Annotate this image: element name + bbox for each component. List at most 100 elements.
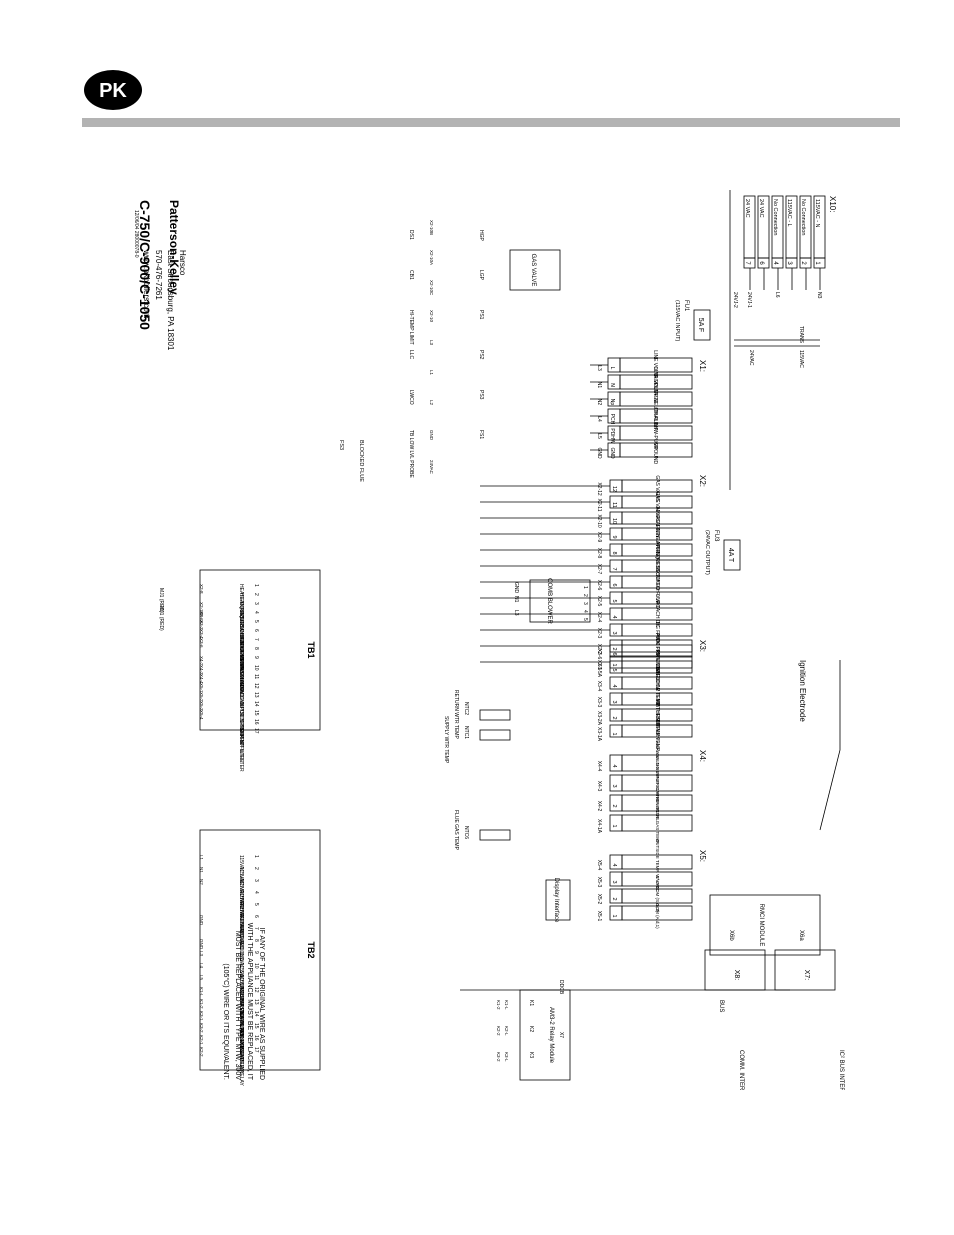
x5-row-label: OUTSIDE TEMP. W/ CMC <box>655 839 660 892</box>
tb1-wire: X5-3 <box>199 701 204 711</box>
x2-row-label: BLOCKED FLUE <box>654 566 660 605</box>
x2-pin: 3 <box>611 631 617 634</box>
x3-wire-label: X3-1A <box>596 727 602 742</box>
x2-header: X2: <box>698 475 707 487</box>
trans-vout: 24VAC <box>748 350 754 366</box>
x5-pin-box <box>609 854 623 870</box>
ntc6-label: NTC6 <box>463 826 469 839</box>
tb1-label: OUTSIDE TEMP W/FILTER <box>238 710 244 772</box>
warning-line: WITH THE APPLIANCE MUST BE REPLACED, IT <box>246 923 253 1081</box>
x2-pin: 8 <box>611 551 617 554</box>
tb1-label: HEAT REQUEST <box>238 593 244 631</box>
misc-wire-label: L2 <box>429 400 434 406</box>
x10-pin: 1 <box>814 261 820 265</box>
x10-pin-box <box>813 257 826 269</box>
x4-row-label: +10V ANALOG IN BURNER CNTRL <box>655 730 660 803</box>
tb1-wire: X3-6 <box>199 638 204 648</box>
x1-pin-box <box>607 357 621 373</box>
x5-row-label: COM (S,m,2) <box>655 886 660 913</box>
tb1-pin: 5 <box>253 620 259 623</box>
tb2-label: 115VAC NEUTRAL <box>238 867 244 910</box>
tb2-wire: K3-2 <box>199 1023 204 1033</box>
tb2-label: GROUND <box>238 927 244 950</box>
tb1-wire: X4-3 <box>199 665 204 675</box>
tb1-pin: 14 <box>253 701 259 707</box>
x4-row-label: ANALOG INPUT BURNER CNTRL <box>655 751 660 821</box>
x10-pin-box <box>757 257 770 269</box>
x10-wire-label: N3 <box>816 292 822 299</box>
x5-pin: 4 <box>611 863 617 866</box>
company-line: 570-476-7261 <box>154 250 163 300</box>
tb1-pin: 17 <box>253 728 259 734</box>
tb2-label: DAMPER RELAY <box>238 1035 244 1074</box>
display-label: Display Interface <box>553 878 559 923</box>
tb2-label: 115VAC SW OUTPUT <box>238 951 244 1000</box>
x3-wire-label: X3-2A <box>596 711 602 726</box>
x1-wire-label: L4 <box>596 416 602 422</box>
logo-text: PK <box>99 80 127 102</box>
x3-pin-box <box>609 660 623 674</box>
x5-row-label: 0 VAC <box>655 876 660 889</box>
x3-pin-box <box>609 708 623 722</box>
tb1-wire: X4-4 <box>199 674 204 684</box>
tb1-pin: 9 <box>253 656 259 659</box>
tb2-pin: 1 <box>253 855 259 858</box>
trans-vin: 115VAC <box>798 350 804 368</box>
tb2-pin: 15 <box>253 1023 259 1029</box>
relay-k: K2 <box>528 1026 534 1032</box>
x5-pin-box <box>609 905 623 921</box>
x5-pin: 1 <box>611 914 617 917</box>
x4-header: X4: <box>698 750 707 762</box>
tb2-pin: 14 <box>253 1011 259 1017</box>
x2-pin: 5 <box>611 599 617 602</box>
tb1-title: TB1 <box>306 641 316 658</box>
tb2-box <box>199 829 321 1071</box>
bus-label: BUS <box>718 1000 724 1012</box>
misc-wire-label: GND <box>429 430 434 441</box>
x2-wire-label: X2-2 <box>596 644 602 655</box>
fu1-box <box>693 309 711 341</box>
tb1-label: COM2 <box>238 692 244 707</box>
blower-pin: 1 <box>582 586 588 589</box>
x2-row-label: HEAT REQUEST <box>654 534 660 572</box>
misc-wire-label: L3 <box>429 340 434 346</box>
tb1-pin: 13 <box>253 692 259 698</box>
x3-pin: 4 <box>611 684 617 687</box>
display-box <box>545 879 571 921</box>
tb2-pin: 9 <box>253 951 259 954</box>
x2-row-label: 24 VAC LINE <box>654 506 660 536</box>
tb2-label: 3 WAY VALVE RELAY <box>238 1023 244 1073</box>
fu1-rating: 5A F <box>697 318 704 332</box>
tb2-pin: 10 <box>253 963 259 969</box>
tb1-wire: X2-6A <box>199 611 204 624</box>
x1-wire-label: L3 <box>596 365 602 371</box>
blower-pin: 5 <box>582 618 588 621</box>
tb1-pin: 10 <box>253 665 259 671</box>
tb1-wire: X4-2 <box>199 656 204 666</box>
comb-blower-box <box>529 579 591 623</box>
x3-wire-label: X3-6 <box>596 649 602 660</box>
x3-pin: 3 <box>611 700 617 703</box>
tb2-label: MASTER ALARM RLY <box>238 999 244 1050</box>
blower-power-label: N1 <box>513 596 519 603</box>
x3-wire-label: X3-5A <box>596 663 602 678</box>
doc-code: 12/06/04 28000078-0 <box>133 210 139 258</box>
blower-power-label: L3 <box>513 610 519 616</box>
x1-pin: N <box>609 383 615 387</box>
tb2-label: 115VAC NEUTRAL <box>238 903 244 946</box>
x4-wire-label: X4-1A <box>596 819 602 834</box>
x3-header: X3: <box>698 640 707 652</box>
tb1-label: +10V <box>238 674 244 686</box>
tb1-label: CIRC PMP PWM SIGNAL <box>238 638 244 696</box>
x2-row-label: 0 VAC <box>654 594 660 608</box>
tb1-pin: 3 <box>253 602 259 605</box>
tb1-wire: X2-8 <box>199 584 204 594</box>
x2-wire-label: X2-10 <box>596 514 602 528</box>
x2-wire-label: X2-4 <box>596 612 602 623</box>
switch-label: PS3 <box>478 390 484 400</box>
x4-pin-box <box>609 774 623 792</box>
tb2-wire: GND <box>199 939 204 950</box>
x1-pin: PDHW <box>609 428 615 444</box>
tb2-wire: K3-1 <box>199 1011 204 1021</box>
x10-pin: 6 <box>758 261 764 265</box>
